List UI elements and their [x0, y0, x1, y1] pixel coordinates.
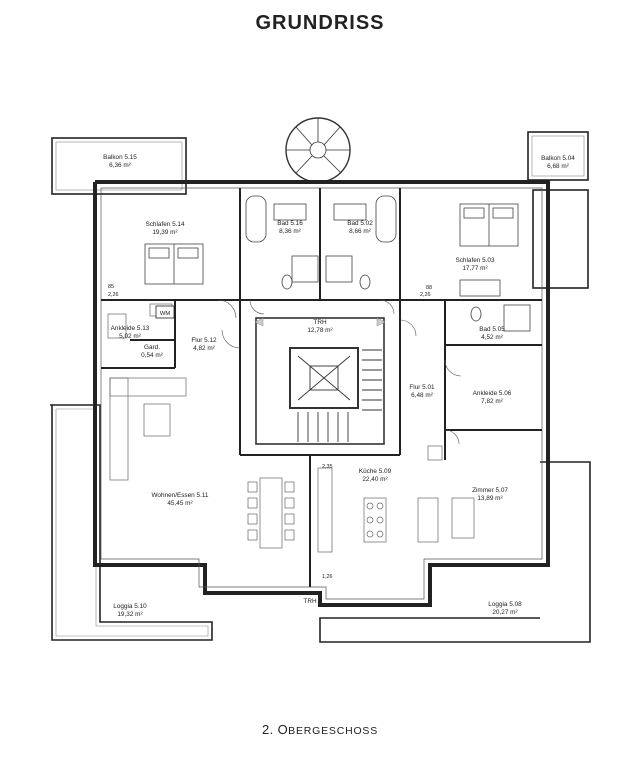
- room-area: 0,54 m²: [141, 352, 163, 359]
- dim-label: 2,26: [108, 292, 119, 298]
- bed: [144, 203, 519, 285]
- room-name: TRH: [303, 598, 317, 605]
- dim-label: 88: [426, 285, 432, 291]
- room-name: Ankleide 5.06: [473, 390, 512, 397]
- room-area: 19,32 m²: [117, 611, 142, 618]
- room-name: TRH: [313, 319, 327, 326]
- room-area: 5,02 m²: [119, 333, 141, 340]
- room-area: 8,36 m²: [279, 228, 301, 235]
- room-label: Balkon 5.15 6,36 m² Balkon 5.04 6,68 m² …: [103, 154, 575, 618]
- bathtub: [245, 195, 531, 332]
- floor-name: BERGESCHOSS: [288, 725, 379, 737]
- room-name: Balkon 5.04: [541, 155, 575, 162]
- dim-label: 85: [108, 284, 114, 290]
- room-area: 4,52 m²: [481, 334, 503, 341]
- room-area: 6,68 m²: [547, 163, 569, 170]
- room-area: 6,36 m²: [109, 162, 131, 169]
- balcony-outline: [50, 131, 591, 643]
- room-name: Wohnen/Essen 5.11: [152, 492, 209, 499]
- room-area: 17,77 m²: [462, 265, 487, 272]
- room-name: Balkon 5.15: [103, 154, 137, 161]
- room-area: 12,78 m²: [307, 327, 332, 334]
- room-area: 8,66 m²: [349, 228, 371, 235]
- outer-wall: [93, 180, 550, 607]
- room-name: Schlafen 5.03: [455, 257, 495, 264]
- floor-number: 2.: [261, 722, 274, 737]
- room-area: 4,82 m²: [193, 345, 215, 352]
- interior-wall: [101, 188, 542, 587]
- floor-initial: O: [277, 722, 289, 737]
- dim-label: 1,26: [322, 574, 333, 580]
- room-area: 6,48 m²: [411, 392, 433, 399]
- room-name: Ankleide 5.13: [111, 325, 150, 332]
- wm-label: WM: [160, 311, 170, 317]
- room-area: 19,39 m²: [152, 229, 177, 236]
- dim-label: 2,35: [322, 464, 333, 470]
- room-area: 7,82 m²: [481, 398, 503, 405]
- room-name: Bad 5.05: [479, 326, 505, 333]
- stair-core: [255, 317, 385, 445]
- room-area: 13,89 m²: [477, 495, 502, 502]
- room-name: Flur 5.01: [409, 384, 435, 391]
- dim-label: 2,26: [420, 292, 431, 298]
- room-name: Loggia 5.10: [113, 603, 147, 610]
- spiral-stair: [285, 117, 351, 183]
- room-area: 22,40 m²: [362, 476, 387, 483]
- furniture: [107, 303, 475, 553]
- room-name: Küche 5.09: [359, 468, 392, 475]
- page-title: GRUNDRISS: [255, 12, 385, 34]
- door-swing: [217, 299, 462, 445]
- room-name: Gard.: [144, 344, 160, 351]
- wm-box: [155, 305, 175, 319]
- room-name: Zimmer 5.07: [472, 487, 508, 494]
- room-name: Flur 5.12: [191, 337, 217, 344]
- room-area: 45,45 m²: [167, 500, 192, 507]
- room-area: 20,27 m²: [492, 609, 517, 616]
- room-name: Bad 5.16: [277, 220, 303, 227]
- room-name: Bad 5.02: [347, 220, 373, 227]
- room-name: Schlafen 5.14: [145, 221, 185, 228]
- room-name: Loggia 5.08: [488, 601, 522, 608]
- floor-caption: 2. OBERGESCHOSS: [0, 722, 640, 737]
